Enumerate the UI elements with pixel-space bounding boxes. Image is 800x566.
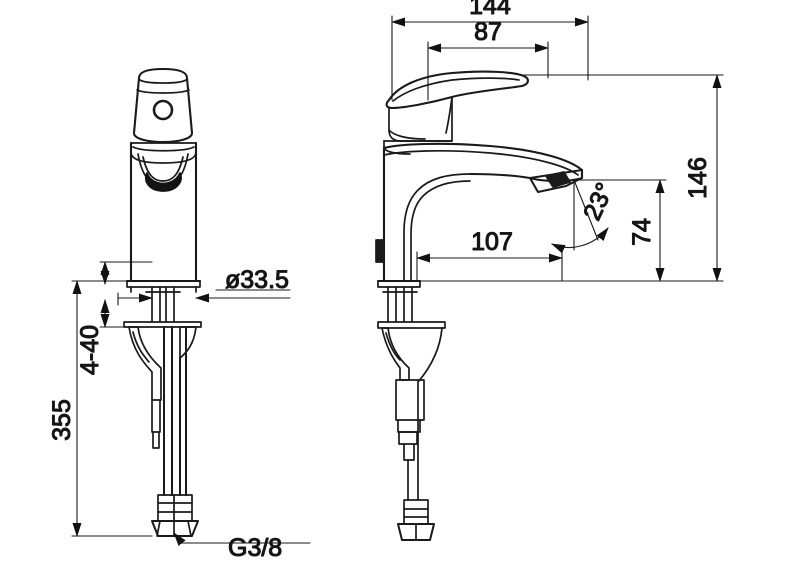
fixing-bracket [123, 321, 202, 449]
dimension-74: 74 [577, 179, 667, 282]
spout-head [130, 142, 197, 192]
dimension-label-355: 355 [48, 399, 76, 441]
dimension-label-144: 144 [469, 0, 511, 20]
indicator-hole [152, 99, 174, 121]
dimension-355: 355 [47, 280, 153, 537]
dimension-87: 87 [427, 17, 549, 101]
dimension-label-diameter: ø33.5 [225, 266, 289, 294]
dimension-angle-23: 23° [551, 178, 620, 254]
faucet-body-spout [375, 142, 584, 288]
dimension-label-g38: G3/8 [228, 534, 282, 562]
dimension-label-74: 74 [628, 218, 656, 246]
dimension-146: 146 [419, 74, 724, 282]
aerator [145, 172, 182, 192]
handle-cap [132, 67, 194, 144]
dimension-label-107: 107 [471, 228, 513, 256]
side-view-group: 144 87 146 74 107 [375, 0, 724, 541]
dimension-4-40: 4-40 [75, 261, 153, 376]
mounting-shank [145, 286, 181, 323]
dimension-diameter-33-5: ø33.5 [117, 265, 291, 306]
dimension-107: 107 [416, 227, 563, 282]
side-mounting-assembly [377, 286, 446, 541]
body-column [125, 141, 202, 293]
supply-hoses [163, 326, 187, 496]
dimension-thread-g38: G3/8 [173, 532, 311, 563]
dimension-label-4-40: 4-40 [76, 325, 104, 375]
hose-end-fittings [151, 494, 199, 537]
lever-handle [383, 70, 529, 155]
dimension-144: 144 [391, 0, 589, 101]
dimension-label-23deg: 23° [578, 179, 619, 225]
dimension-label-146: 146 [684, 157, 712, 199]
dimension-label-87: 87 [474, 18, 502, 46]
front-view-group: 355 4-40 ø33.5 G3/8 [47, 67, 311, 563]
